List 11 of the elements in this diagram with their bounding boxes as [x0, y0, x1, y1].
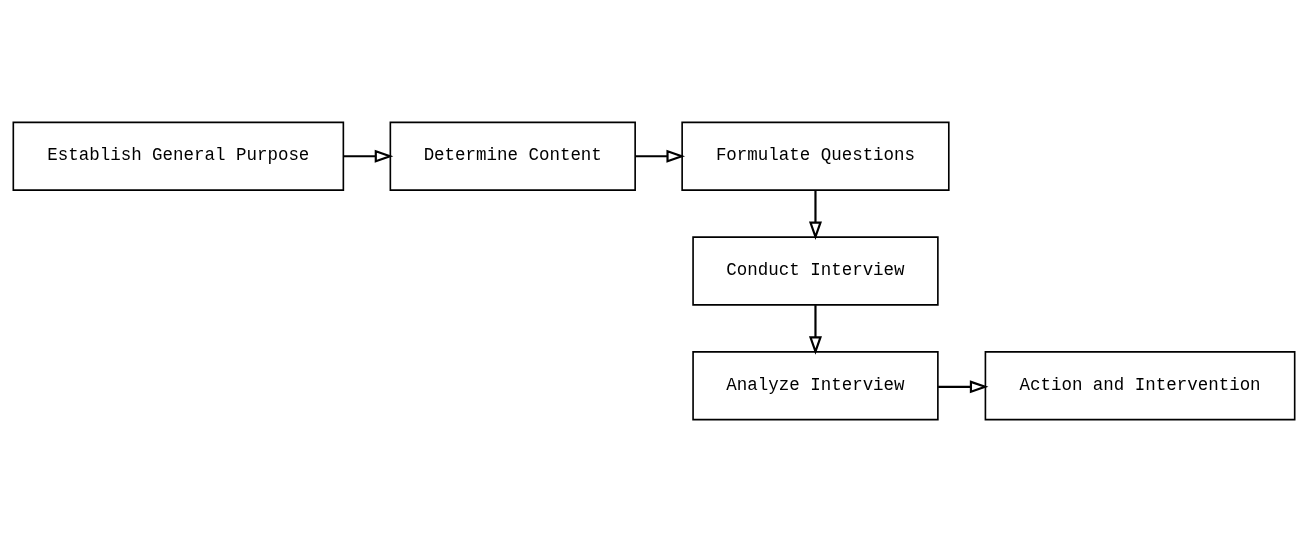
arrow [808, 305, 822, 355]
node-box: Establish General Purpose [12, 121, 345, 191]
node-box: Determine Content [389, 121, 636, 191]
node-box: Analyze Interview [692, 351, 939, 421]
arrow [635, 149, 686, 163]
node-box: Action and Intervention [984, 351, 1296, 421]
arrow [808, 190, 822, 241]
node-box: Formulate Questions [681, 121, 950, 191]
arrow [938, 380, 989, 394]
arrow [343, 149, 394, 163]
node-box: Conduct Interview [692, 236, 939, 306]
